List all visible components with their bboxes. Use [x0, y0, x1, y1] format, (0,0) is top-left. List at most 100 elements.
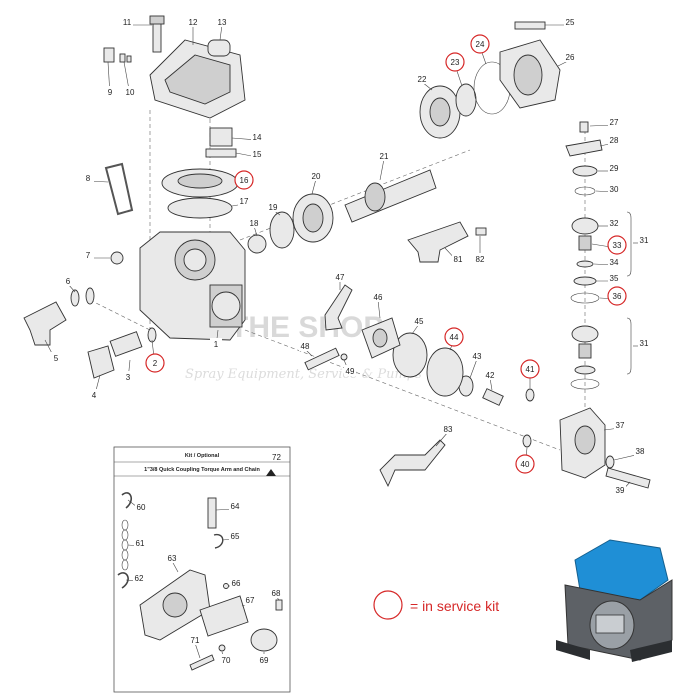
- callout-35: 35: [610, 274, 619, 283]
- service-kit-ring-44: [444, 327, 464, 347]
- pump-photo-foot: [556, 640, 590, 660]
- callout-81: 81: [454, 255, 463, 264]
- part-60-hook: [121, 492, 133, 509]
- callout-26: 26: [566, 53, 575, 62]
- part-66-pin: [223, 583, 229, 589]
- callout-38: 38: [636, 447, 645, 456]
- kit-ref-arrow: [266, 469, 276, 476]
- callout-15: 15: [253, 150, 262, 159]
- service-kit-ring-16: [234, 170, 254, 190]
- part-40-oring: [522, 434, 532, 448]
- part-30-oring: [574, 186, 596, 196]
- leader-line-83: [435, 431, 449, 447]
- callout-66: 66: [232, 579, 241, 588]
- part-3-fitting: [109, 331, 143, 357]
- callout-48: 48: [301, 342, 310, 351]
- callout-61: 61: [136, 539, 145, 548]
- part-70-nut: [218, 644, 226, 652]
- part-35-seat: [573, 276, 597, 286]
- part-62-hook: [117, 572, 129, 589]
- callout-42: 42: [486, 371, 495, 380]
- kit-box-frame: [113, 446, 291, 693]
- callout-68: 68: [272, 589, 281, 598]
- part-32-valve-top: [571, 217, 599, 235]
- part-39-bolt: [605, 467, 651, 489]
- legend-text: = in service kit: [410, 598, 499, 614]
- service-kit-ring-24: [470, 34, 490, 54]
- callout-63: 63: [168, 554, 177, 563]
- part-4-nut: [87, 345, 115, 379]
- callout-9: 9: [108, 88, 113, 97]
- part-6-oring: [70, 289, 80, 307]
- part-25-bolt: [514, 21, 546, 30]
- part-38-washer: [605, 455, 615, 469]
- callout-47: 47: [336, 273, 345, 282]
- callout-24: 24: [476, 40, 485, 49]
- part-34-washer: [576, 260, 594, 268]
- callout-67: 67: [246, 596, 255, 605]
- part-7-nut: [110, 251, 124, 265]
- part-29-cap: [572, 165, 598, 177]
- callout-43: 43: [473, 352, 482, 361]
- watermark-line2: Spray Equipment, Service & Pumps: [185, 367, 422, 382]
- part-5-elbow: [23, 301, 67, 346]
- callout-30: 30: [610, 185, 619, 194]
- callout-25: 25: [566, 18, 575, 27]
- callout-60: 60: [137, 503, 146, 512]
- callout-49: 49: [346, 367, 355, 376]
- part-21-shaft: [344, 169, 437, 223]
- leader-line-71: [194, 642, 201, 659]
- callout-27: 27: [610, 118, 619, 127]
- callout-46: 46: [374, 293, 383, 302]
- part-48-pin: [304, 347, 340, 371]
- callout-2: 2: [153, 359, 158, 368]
- callout-16: 16: [240, 176, 249, 185]
- callout-10: 10: [126, 88, 135, 97]
- part-61-chain: [121, 519, 129, 571]
- callout-39: 39: [616, 486, 625, 495]
- callout-41: 41: [526, 365, 535, 374]
- callout-20: 20: [312, 172, 321, 181]
- part-18-seal: [247, 234, 267, 254]
- part-49-clip: [340, 353, 348, 361]
- part-47-conrod: [324, 284, 353, 331]
- callout-5: 5: [54, 354, 59, 363]
- callout-18: 18: [250, 219, 259, 228]
- watermark: THE SHOP Spray Equipment, Service & Pump…: [185, 311, 422, 382]
- part-82-key: [475, 227, 487, 236]
- leader-line-13: [219, 24, 223, 41]
- callout-64: 64: [231, 502, 240, 511]
- kit-box-ref: 72: [272, 453, 281, 462]
- callout-45: 45: [415, 317, 424, 326]
- callout-82: 82: [476, 255, 485, 264]
- part-68-screw: [275, 599, 283, 611]
- valve-stack-bracket: [626, 317, 632, 375]
- part-8-ubolt: [104, 162, 134, 216]
- service-kit-ring-40: [515, 454, 535, 474]
- part-36-oring: [570, 292, 600, 304]
- callout-11: 11: [123, 18, 132, 27]
- leader-line-20: [311, 178, 317, 195]
- part-13-cap: [207, 39, 231, 57]
- callout-36: 36: [613, 292, 622, 301]
- part-45-piston: [392, 332, 428, 378]
- callout-31: 31: [640, 236, 649, 245]
- callout-69: 69: [260, 656, 269, 665]
- part-83-bracket: [379, 439, 446, 488]
- part-71-bolt: [189, 654, 215, 671]
- callout-83: 83: [444, 425, 453, 434]
- callout-14: 14: [253, 133, 262, 142]
- part-15-seat: [205, 148, 237, 158]
- callout-1: 1: [214, 340, 219, 349]
- part-41-oring: [525, 388, 535, 402]
- part-69-clamp: [250, 628, 278, 652]
- service-kit-ring-36: [607, 286, 627, 306]
- callout-3: 3: [126, 373, 131, 382]
- legend: = in service kit: [373, 590, 499, 620]
- callout-12: 12: [189, 18, 198, 27]
- part-65-clip: [213, 533, 224, 549]
- part-27-screw: [579, 121, 589, 133]
- callout-29: 29: [610, 164, 619, 173]
